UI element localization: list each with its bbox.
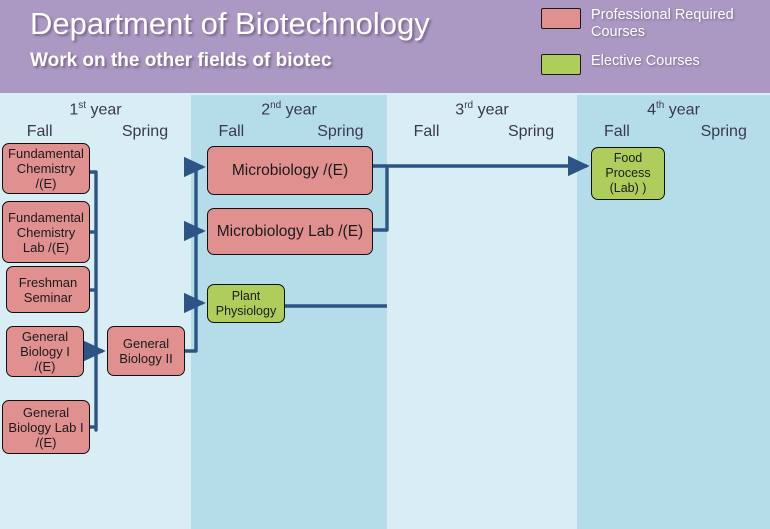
- year-ordinal-1: 1: [69, 101, 79, 119]
- course-box-plant-physiology[interactable]: Plant Physiology: [207, 284, 285, 323]
- course-box-microbiology[interactable]: Microbiology /(E): [207, 146, 373, 195]
- year-heading-2: 2nd year: [191, 100, 387, 119]
- semester-fall-2: Fall: [218, 123, 245, 140]
- course-label-food-process: Food Process (Lab) ): [605, 151, 651, 195]
- course-box-general-biology-2[interactable]: General Biology II: [107, 326, 185, 376]
- semester-spring-3: Spring: [507, 123, 555, 140]
- year-word-4: year: [668, 101, 700, 119]
- year-suffix-4: th: [655, 100, 665, 111]
- header-banner: Department of Biotechnology Work on the …: [0, 0, 770, 93]
- page-subtitle: Work on the other fields of biotec: [30, 50, 332, 71]
- year-suffix-2: nd: [270, 100, 282, 111]
- course-box-fundamental-chemistry[interactable]: Fundamental Chemistry /(E): [2, 143, 90, 194]
- legend-label-required: Professional Required Courses: [591, 7, 734, 40]
- legend-label-elective: Elective Courses: [591, 53, 700, 69]
- year-heading-4: 4th year: [577, 100, 770, 119]
- course-label-fundamental-chemistry-lab: Fundamental Chemistry Lab /(E): [8, 209, 84, 255]
- semester-fall-3: Fall: [413, 123, 440, 140]
- course-label-microbiology: Microbiology /(E): [231, 162, 349, 179]
- year-ordinal-3: 3: [455, 101, 465, 119]
- course-label-freshman-seminar: Freshman Seminar: [18, 274, 78, 305]
- year-word-3: year: [477, 101, 509, 119]
- course-label-general-biology-1: General Biology I /(E): [20, 329, 70, 374]
- legend-item-required: Professional Required Courses: [541, 7, 766, 41]
- course-label-plant-physiology: Plant Physiology: [215, 288, 277, 318]
- page-title: Department of Biotechnology: [30, 6, 430, 41]
- course-box-fundamental-chemistry-lab[interactable]: Fundamental Chemistry Lab /(E): [2, 201, 90, 263]
- connector-fundamental-chemistry: [90, 170, 98, 432]
- legend-item-elective: Elective Courses: [541, 53, 766, 75]
- year-heading-3: 3rd year: [387, 100, 577, 119]
- year-word-2: year: [285, 101, 317, 119]
- course-box-food-process[interactable]: Food Process (Lab) ): [591, 147, 665, 200]
- year-word-1: year: [90, 101, 122, 119]
- course-label-fundamental-chemistry: Fundamental Chemistry /(E): [8, 146, 84, 191]
- legend-swatch-required-icon: [541, 8, 581, 29]
- year-ordinal-4: 4: [647, 101, 656, 119]
- course-box-freshman-seminar[interactable]: Freshman Seminar: [6, 266, 90, 313]
- course-label-general-biology-lab-1: General Biology Lab I /(E): [8, 404, 84, 450]
- course-box-microbiology-lab[interactable]: Microbiology Lab /(E): [207, 208, 373, 255]
- year-suffix-3: rd: [464, 100, 474, 111]
- year-heading-1: 1st year: [0, 100, 191, 119]
- year-suffix-1: st: [78, 100, 87, 111]
- connector-genbio2-trunk: [185, 167, 198, 353]
- semester-spring-2: Spring: [317, 123, 364, 140]
- connector-microbiology-lab-merge: [373, 166, 389, 232]
- semester-fall-1: Fall: [26, 123, 53, 140]
- course-label-microbiology-lab: Microbiology Lab /(E): [216, 223, 364, 240]
- year-ordinal-2: 2: [261, 101, 271, 119]
- semester-fall-4: Fall: [604, 123, 630, 140]
- semester-spring-1: Spring: [121, 123, 169, 140]
- course-label-general-biology-2: General Biology II: [119, 336, 173, 366]
- semester-spring-4: Spring: [700, 123, 747, 140]
- legend-swatch-elective-icon: [541, 54, 581, 75]
- course-box-general-biology-1[interactable]: General Biology I /(E): [6, 326, 84, 377]
- course-box-general-biology-lab-1[interactable]: General Biology Lab I /(E): [2, 400, 90, 454]
